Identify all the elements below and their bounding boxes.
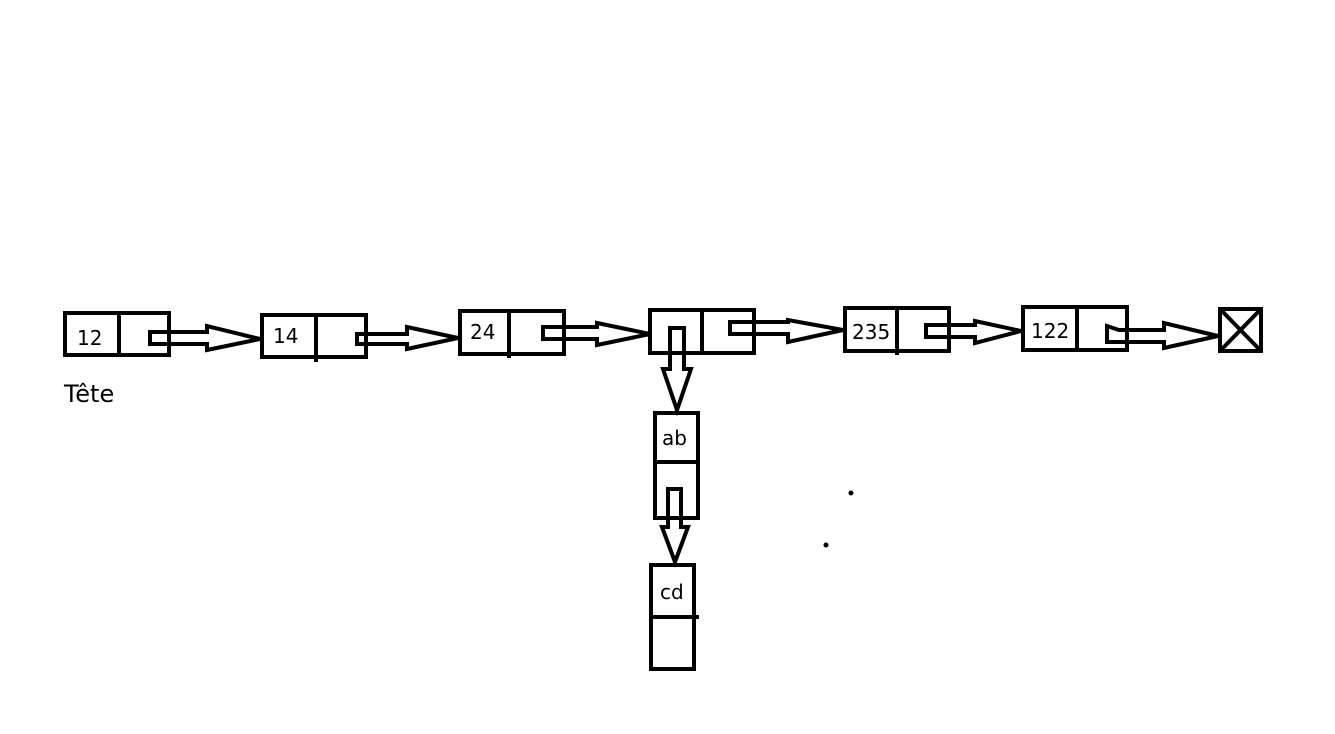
null-box-icon: [1218, 307, 1263, 353]
node-235: [843, 306, 951, 355]
arrow-122-to-null: [1105, 320, 1219, 351]
arrow-ab-to-cd: [659, 487, 691, 568]
node-ab: [653, 411, 700, 520]
stray-dot: [848, 490, 854, 496]
arrow-12-to-14: [148, 323, 261, 353]
arrow-14-to-24: [355, 324, 459, 352]
node-value-cd: cd: [660, 580, 684, 604]
arrow-branch-to-ab: [660, 326, 694, 417]
node-branch: [648, 308, 756, 355]
head-label: Tête: [64, 380, 115, 408]
arrow-235-to-122: [924, 318, 1022, 346]
node-value-122: 122: [1031, 319, 1070, 343]
arrow-24-to-branch: [541, 320, 651, 348]
node-value-24: 24: [470, 320, 496, 344]
stray-dot: [823, 542, 829, 548]
node-cd: [649, 563, 699, 671]
node-24: [458, 309, 566, 358]
node-value-14: 14: [273, 324, 299, 348]
node-value-ab: ab: [662, 426, 687, 450]
arrow-branch-to-235: [728, 317, 844, 345]
node-value-12: 12: [77, 326, 103, 350]
node-value-235: 235: [852, 320, 891, 344]
